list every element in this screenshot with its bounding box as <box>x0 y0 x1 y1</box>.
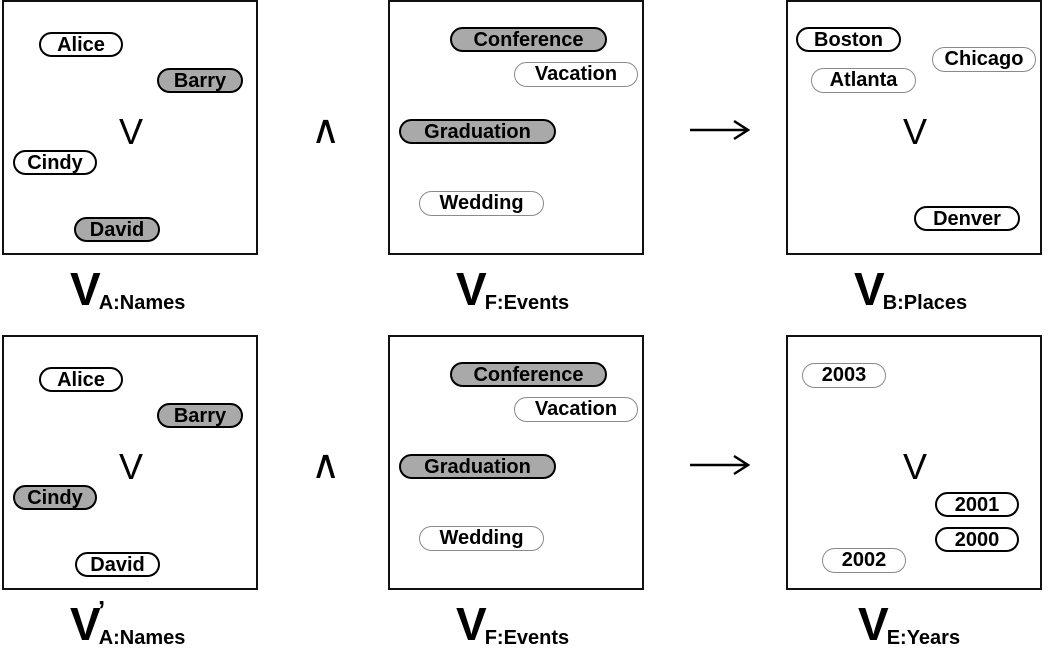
place-pill-atlanta: Atlanta <box>811 68 916 93</box>
caption-letter: V <box>456 598 487 650</box>
name-pill-david: David <box>74 217 160 242</box>
implication-arrow-row1 <box>690 119 751 141</box>
caption-letter: V <box>854 263 885 315</box>
place-pill-boston: Boston <box>796 27 901 52</box>
name-pill-barry: Barry <box>157 403 243 428</box>
caption-prime: ’ <box>98 595 106 625</box>
year-pill-2002: 2002 <box>822 548 906 573</box>
caption-letter: V <box>70 263 101 315</box>
years-panel-caption-row2: VE:Years <box>858 598 961 650</box>
event-pill-graduation: Graduation <box>399 119 556 144</box>
name-pill-alice: Alice <box>39 32 123 57</box>
names-panel-row1: Alice Barry V Cindy David <box>2 0 258 255</box>
conjunction-symbol-row2: ∧ <box>311 443 341 487</box>
years-panel-row2: 2003 V 2001 2000 2002 <box>786 335 1042 590</box>
implication-arrow-row2 <box>690 454 751 476</box>
name-pill-david: David <box>75 552 160 577</box>
place-pill-chicago: Chicago <box>932 47 1036 72</box>
event-pill-graduation: Graduation <box>399 454 556 479</box>
name-pill-alice: Alice <box>39 367 123 392</box>
caption-subscript: F:Events <box>484 292 570 314</box>
conjunction-symbol-row1: ∧ <box>311 108 341 152</box>
names-panel-caption-row1: VA:Names <box>70 263 186 315</box>
caption-letter: V <box>456 263 487 315</box>
name-pill-barry: Barry <box>157 68 243 93</box>
places-panel-row1: Boston Chicago Atlanta V Denver <box>786 0 1042 255</box>
caption-subscript: A:Names <box>98 627 186 649</box>
disjunction-symbol: V <box>119 446 144 487</box>
event-pill-wedding: Wedding <box>419 191 544 216</box>
caption-subscript: F:Events <box>484 627 570 649</box>
year-pill-2003: 2003 <box>802 363 886 388</box>
event-pill-wedding: Wedding <box>419 526 544 551</box>
caption-subscript: B:Places <box>882 292 968 314</box>
events-panel-row2: Conference Vacation Graduation Wedding <box>388 335 644 590</box>
caption-letter: V <box>70 598 101 650</box>
caption-subscript: E:Years <box>886 627 961 649</box>
places-panel-caption-row1: VB:Places <box>854 263 968 315</box>
event-pill-conference: Conference <box>450 362 607 387</box>
year-pill-2001: 2001 <box>935 492 1019 517</box>
event-pill-conference: Conference <box>450 27 607 52</box>
event-pill-vacation: Vacation <box>514 397 638 422</box>
place-pill-denver: Denver <box>914 206 1020 231</box>
names-panel-row2: Alice Barry V Cindy David <box>2 335 258 590</box>
events-panel-row1: Conference Vacation Graduation Wedding <box>388 0 644 255</box>
disjunction-symbol: V <box>119 111 144 152</box>
name-pill-cindy: Cindy <box>13 150 97 175</box>
disjunction-symbol: V <box>903 446 928 487</box>
event-pill-vacation: Vacation <box>514 62 638 87</box>
events-panel-caption-row1: VF:Events <box>456 263 570 315</box>
year-pill-2000: 2000 <box>935 527 1019 552</box>
events-panel-caption-row2: VF:Events <box>456 598 570 650</box>
names-panel-caption-row2: V’A:Names <box>70 595 186 650</box>
name-pill-cindy: Cindy <box>13 485 97 510</box>
caption-subscript: A:Names <box>98 292 186 314</box>
caption-letter: V <box>858 598 889 650</box>
disjunction-symbol: V <box>903 111 928 152</box>
